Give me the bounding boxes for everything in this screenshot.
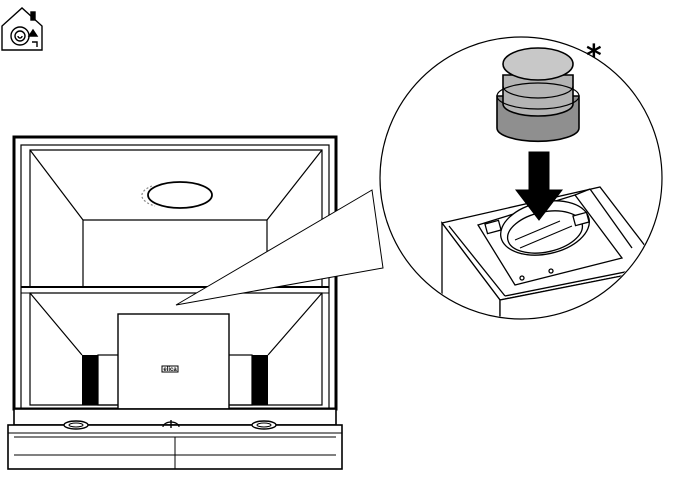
- brand-label: elica: [163, 367, 177, 373]
- callout-asterisk: *: [586, 39, 602, 74]
- filter-cap: [496, 47, 580, 143]
- detail-magnifier: [379, 36, 663, 320]
- motor-unit: elica: [117, 313, 230, 410]
- callout-pointer: [175, 189, 384, 306]
- house-ventilation-icon: [1, 7, 43, 51]
- insert-arrow-icon: [514, 151, 564, 221]
- exhaust-duct-opening: [141, 181, 213, 209]
- control-panel-strip: [7, 408, 343, 470]
- left-light: [63, 420, 89, 430]
- right-light: [251, 420, 277, 430]
